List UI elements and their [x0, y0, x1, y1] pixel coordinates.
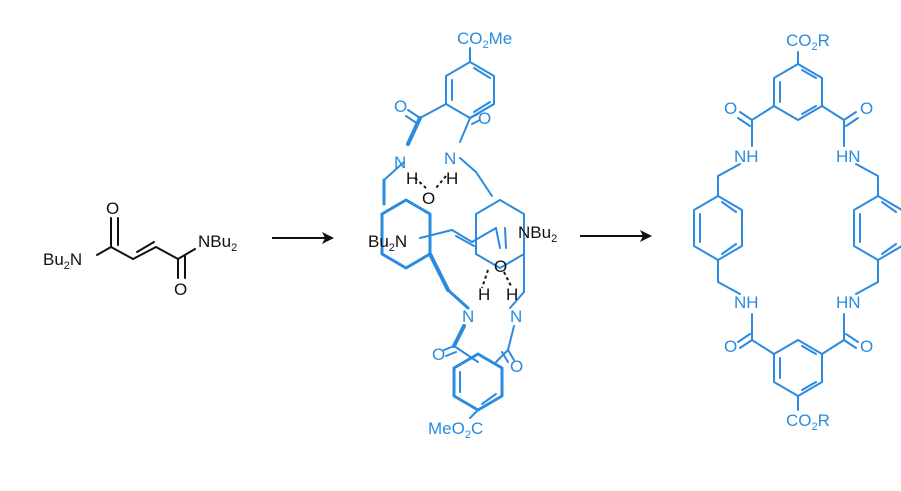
complex-o-1: O [394, 97, 407, 116]
macro-ester-top: CO2R [786, 31, 830, 53]
complex-o-3: O [422, 189, 435, 208]
reactant-left-amine: Bu2N [43, 250, 82, 272]
macro-top-ring [773, 63, 823, 121]
reactant-right-amine: NBu2 [198, 232, 237, 254]
fumaramide-reactant [96, 217, 196, 279]
bond [155, 246, 179, 260]
bond [177, 248, 196, 260]
macrocycle-product [693, 51, 901, 411]
macro-nh-3: NH [734, 293, 759, 312]
complex-h-3: H [478, 285, 490, 304]
complex-left-amine: Bu2N [368, 232, 407, 254]
complex-n-2: N [444, 149, 456, 168]
complex-n-3: N [462, 307, 474, 326]
reaction-arrow-1 [272, 232, 334, 244]
complex-o-4: O [494, 257, 507, 276]
macro-o-2: O [860, 99, 873, 118]
macro-o-4: O [860, 337, 873, 356]
bond [136, 241, 155, 253]
bond [110, 246, 134, 260]
macro-nh-2: HN [836, 147, 861, 166]
macro-o-3: O [724, 337, 737, 356]
macro-nh-1: NH [734, 147, 759, 166]
macro-right-xylyl [853, 195, 901, 261]
complex-n-1: N [394, 153, 406, 172]
complex-o-6: O [510, 357, 523, 376]
macro-o-1: O [724, 99, 737, 118]
complex-n-4: N [510, 307, 522, 326]
macro-bottom-ring [773, 339, 823, 397]
reactant-o-bottom: O [174, 280, 187, 299]
bond [132, 246, 157, 260]
left-xylyl-ring [380, 198, 432, 270]
complex-h-4: H [506, 285, 518, 304]
macro-left-xylyl [693, 195, 743, 261]
macro-nh-4: HN [836, 293, 861, 312]
hydrogen-bonds [414, 175, 513, 289]
complex-h-2: H [446, 169, 458, 188]
complex-o-2: O [478, 109, 491, 128]
complex-right-amine: NBu2 [518, 223, 557, 245]
macro-ester-bottom: CO2R [786, 411, 830, 433]
interlocked-complex [380, 47, 525, 419]
right-xylyl-ring [475, 199, 525, 269]
bond [96, 246, 112, 256]
reaction-arrow-2 [580, 230, 652, 242]
reactant-o-top: O [106, 199, 119, 218]
complex-ester-bottom: MeO2C [428, 419, 483, 441]
complex-h-1: H [406, 169, 418, 188]
complex-o-5: O [432, 345, 445, 364]
complex-ester-top: CO2Me [457, 29, 512, 51]
